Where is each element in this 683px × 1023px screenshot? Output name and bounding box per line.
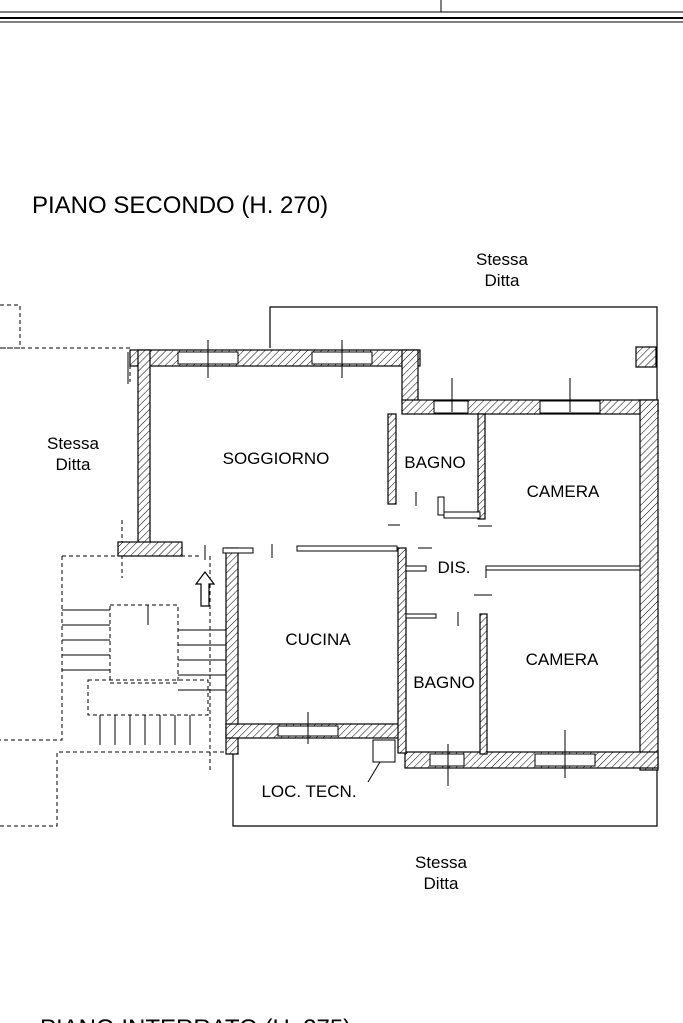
partitions <box>222 496 641 619</box>
room-bagno-top: BAGNO <box>404 453 465 472</box>
neighbor-left-line2: Ditta <box>56 455 92 474</box>
neighbor-left-line1: Stessa <box>47 434 100 453</box>
bottom-section-title: PIANO INTERRATO (H. 275) <box>40 1015 351 1023</box>
neighbor-top-line1: Stessa <box>476 250 529 269</box>
labels: PIANO SECONDO (H. 270) Stessa Ditta Stes… <box>32 192 600 1023</box>
loc-tecn-box <box>367 739 396 783</box>
room-dis: DIS. <box>437 558 470 577</box>
sheet-border <box>0 0 683 23</box>
page-title: PIANO SECONDO (H. 270) <box>32 192 328 219</box>
room-camera-top: CAMERA <box>527 482 600 501</box>
door-marks <box>127 340 571 786</box>
entrance-arrow-icon <box>194 571 216 607</box>
room-bagno-bottom: BAGNO <box>413 673 474 692</box>
room-loc-tecn: LOC. TECN. <box>261 782 356 801</box>
neighbor-bottom-line1: Stessa <box>415 853 468 872</box>
room-cucina: CUCINA <box>285 630 351 649</box>
neighbor-top-line2: Ditta <box>485 271 521 290</box>
room-soggiorno: SOGGIORNO <box>223 449 330 468</box>
neighbor-bottom-line2: Ditta <box>424 874 460 893</box>
room-camera-bottom: CAMERA <box>526 650 599 669</box>
stair-area <box>0 304 233 827</box>
